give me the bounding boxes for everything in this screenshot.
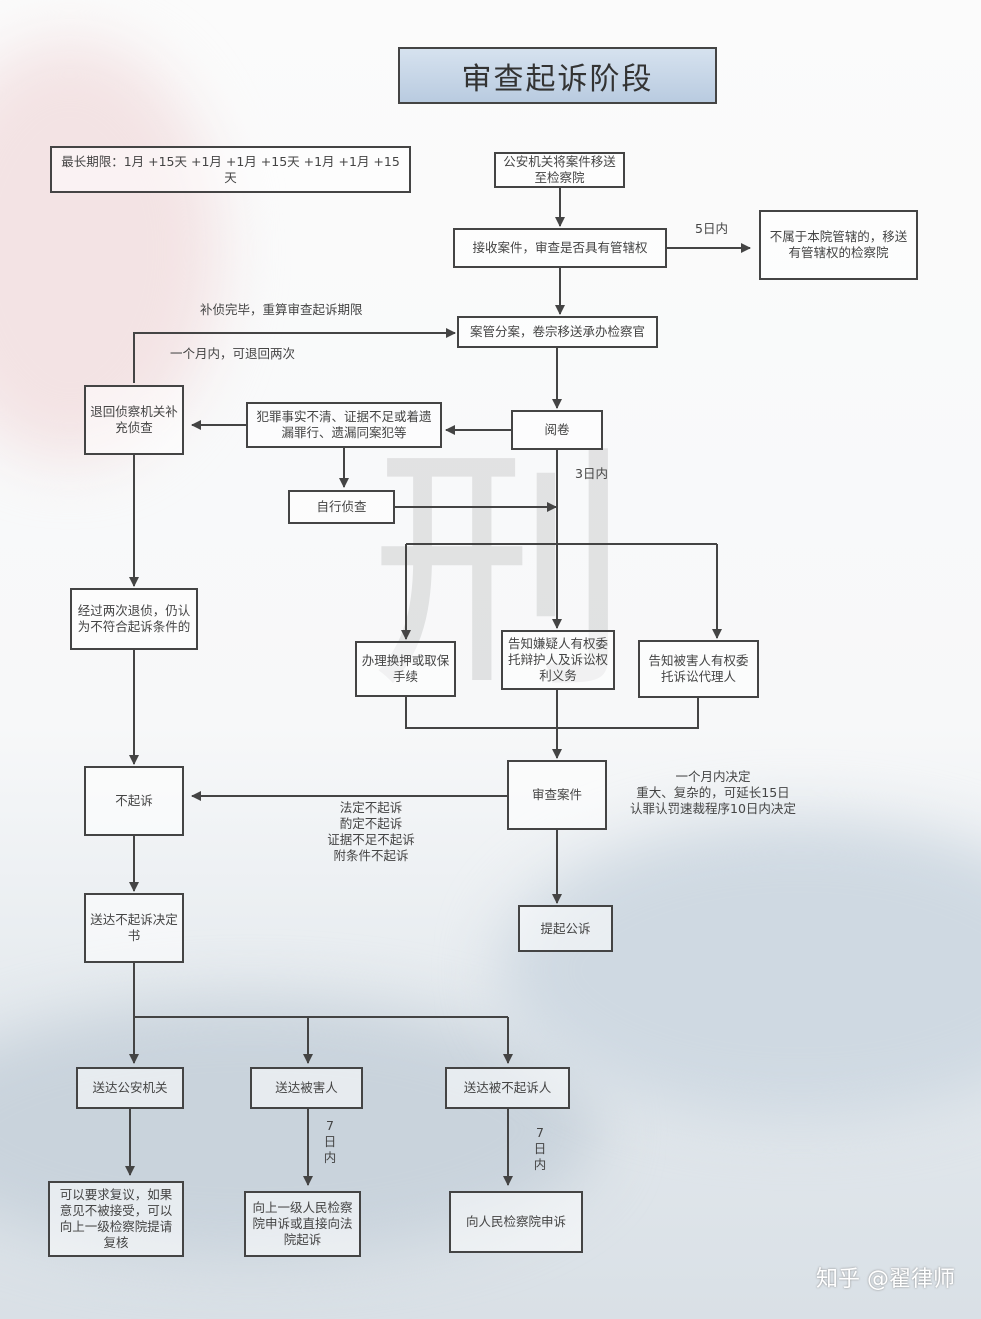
review-case-node: 审查案件 (507, 760, 607, 830)
watermark: 知乎 @翟律师 (816, 1267, 955, 1292)
line (405, 697, 699, 729)
np-type: 酌定不起诉 (339, 816, 403, 831)
non-prosecuted-appeal-node: 向人民检察院申诉 (449, 1191, 583, 1253)
unclear-facts-node: 犯罪事实不清、证据不足或着遗漏罪行、遗漏同案犯等 (246, 402, 442, 448)
page-title: 审查起诉阶段 (398, 47, 717, 104)
three-days-label: 3日内 (575, 466, 608, 481)
np-type: 附条件不起诉 (333, 848, 409, 863)
max-period-box: 最长期限：1月 +15天 +1月 +1月 +15天 +1月 +1月 +15天 (50, 146, 411, 193)
victim-appeal-node: 向上一级人民检察院申诉或直接向法院起诉 (244, 1191, 361, 1257)
line (133, 963, 508, 1018)
notify-suspect-node: 告知嫌疑人有权委托辩护人及诉讼权利义务 (501, 630, 615, 690)
read-file-node: 阅卷 (511, 410, 603, 450)
twice-returned-node: 经过两次退侦，仍认为不符合起诉条件的 (70, 588, 198, 650)
np-type: 证据不足不起诉 (327, 832, 415, 847)
seven-days-label: 7日内 (323, 1118, 337, 1165)
receive-case-node: 接收案件，审查是否具有管辖权 (453, 228, 667, 268)
background-mountain (500, 820, 981, 1120)
police-review-node: 可以要求复议，如果意见不被接受，可以向上一级检察院提请复核 (48, 1181, 184, 1257)
supplement-done-label: 补侦完毕，重算审查起诉期限 (200, 302, 363, 317)
deliver-victim-node: 送达被害人 (250, 1067, 363, 1109)
deliver-non-prosecuted-node: 送达被不起诉人 (445, 1067, 570, 1109)
within-month-label: 一个月内，可退回两次 (170, 346, 296, 361)
self-investigate-node: 自行侦查 (288, 490, 395, 524)
return-investigation-node: 退回侦察机关补充侦查 (84, 385, 184, 455)
seven-days-label: 7日内 (533, 1125, 547, 1172)
deliver-decision-node: 送达不起诉决定书 (84, 893, 184, 963)
no-jurisdiction-node: 不属于本院管辖的，移送有管辖权的检察院 (759, 210, 918, 280)
bail-node: 办理换押或取保手续 (355, 641, 456, 697)
notify-victim-node: 告知被害人有权委托诉讼代理人 (638, 640, 759, 698)
decision-time-label: 一个月内决定 重大、复杂的，可延长15日 认罪认罚速裁程序10日内决定 (618, 769, 808, 817)
deliver-police-node: 送达公安机关 (76, 1067, 184, 1109)
non-prosecution-node: 不起诉 (84, 766, 184, 836)
decision-line: 重大、复杂的，可延长15日 (636, 785, 790, 800)
five-days-label: 5日内 (695, 221, 728, 236)
non-prosecution-types: 法定不起诉 酌定不起诉 证据不足不起诉 附条件不起诉 (316, 800, 426, 864)
decision-line: 一个月内决定 (675, 769, 751, 784)
case-assign-node: 案管分案，卷宗移送承办检察官 (457, 316, 658, 348)
police-transfer-node: 公安机关将案件移送至检察院 (494, 152, 625, 188)
np-type: 法定不起诉 (339, 800, 403, 815)
decision-line: 认罪认罚速裁程序10日内决定 (630, 801, 796, 816)
public-prosecution-node: 提起公诉 (518, 905, 613, 952)
arrow (133, 328, 456, 383)
